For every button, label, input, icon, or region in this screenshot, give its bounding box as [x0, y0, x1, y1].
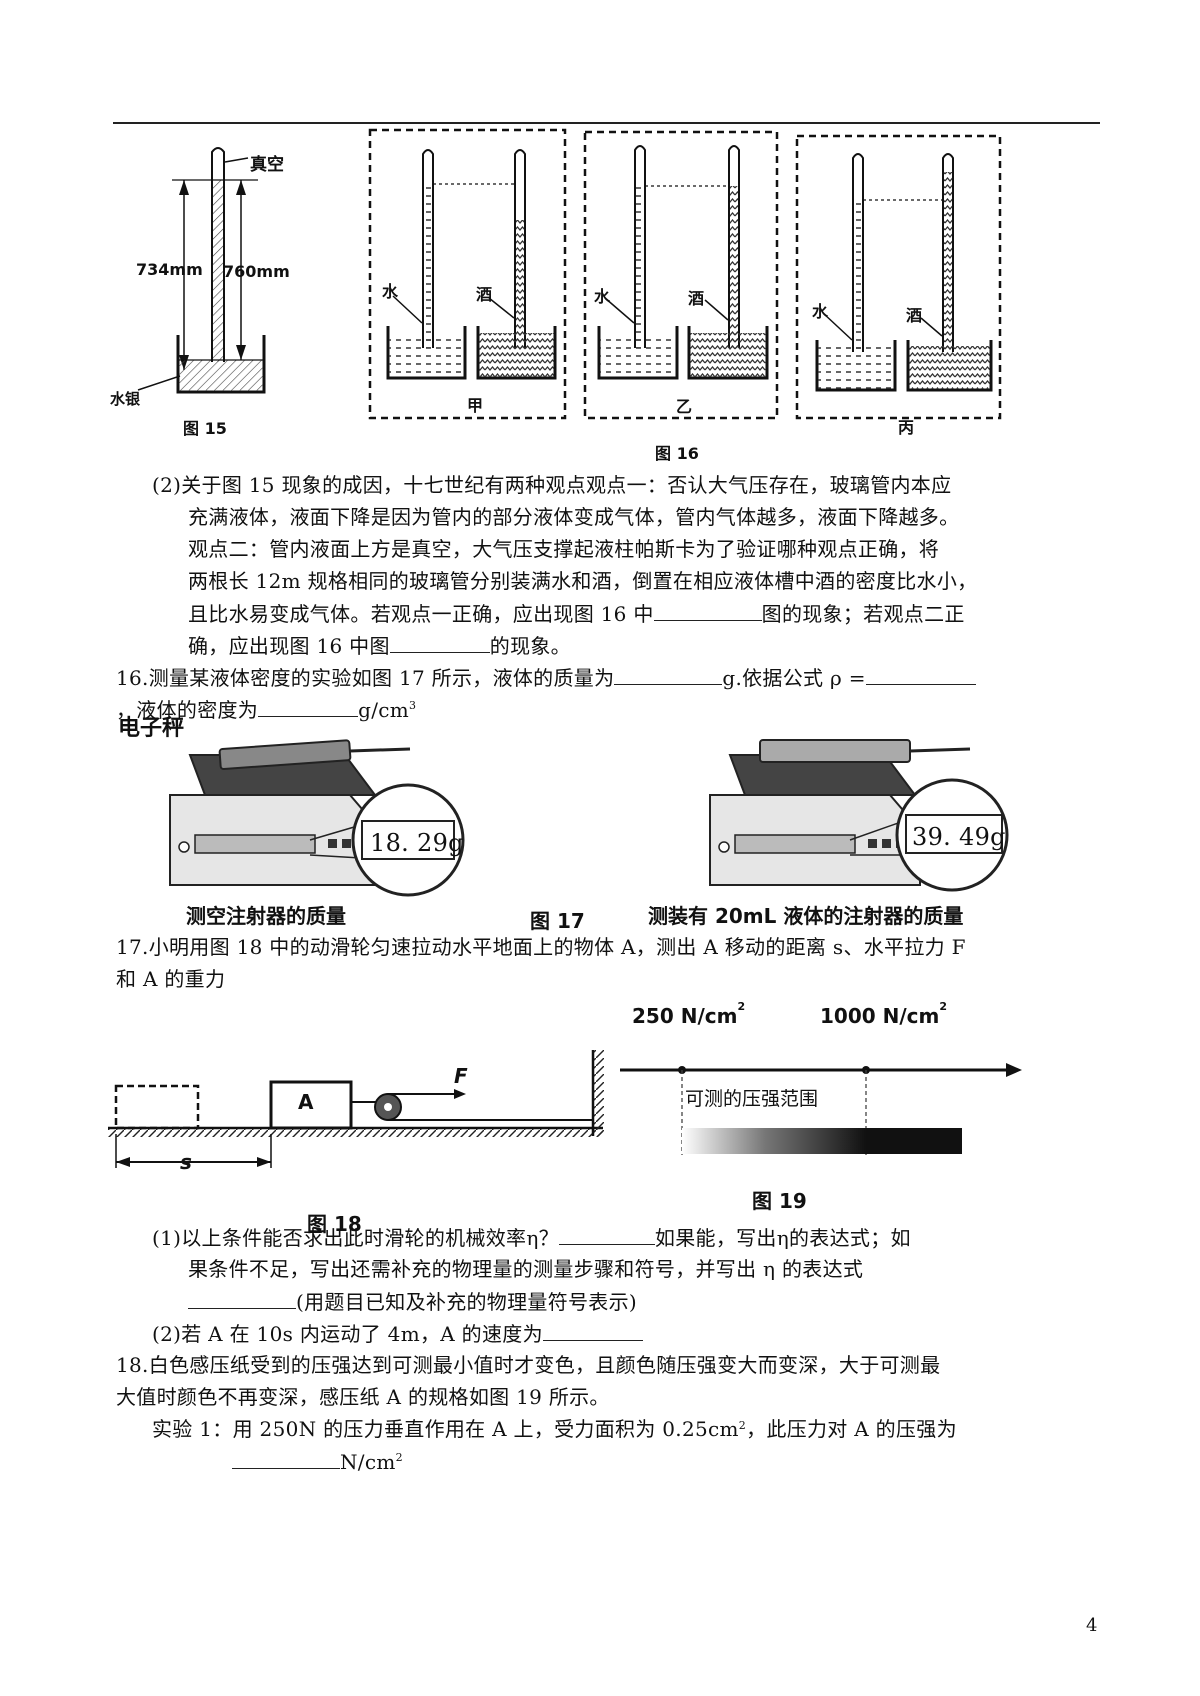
fig18-distance-label: s — [180, 1150, 192, 1174]
q18-line1: 18.白色感压纸受到的压强达到可测最小值时才变色，且颜色随压强变大而变深，大于可… — [116, 1353, 941, 1377]
q16-line1b: g.依据公式 ρ = — [722, 666, 866, 690]
q15-2-line6: 确，应出现图 16 中图 的现象。 — [188, 630, 571, 662]
q16-line2: ，液体的密度为 g/cm3 — [116, 694, 416, 726]
fig16-caption: 图 16 — [655, 444, 699, 463]
figure-19 — [620, 1063, 1022, 1155]
q17-line2: 和 A 的重力 — [116, 967, 226, 991]
fig17-scale-label: 电子秤 — [118, 716, 185, 741]
fig18-caption: 图 18 — [307, 1212, 362, 1236]
q16-line2b: g/cm — [358, 698, 410, 722]
q15-2-line6a: 确，应出现图 16 中图 — [188, 634, 390, 658]
answer-blank-observation-1[interactable] — [653, 598, 762, 621]
fig19-min-value: 250 N/cm — [632, 1004, 738, 1028]
q17-1-line3-text: (用题目已知及补充的物理量符号表示) — [296, 1290, 638, 1314]
fig15-caption: 图 15 — [183, 419, 227, 438]
q15-2-line5a: 且比水易变成气体。若观点一正确，应出现图 16 中 — [188, 602, 654, 626]
fig16-alcohol-label-1: 酒 — [476, 285, 493, 304]
fig19-min-sup: 2 — [737, 1000, 746, 1013]
q17-2-text: (2)若 A 在 10s 内运动了 4m，A 的速度为 — [152, 1322, 543, 1346]
answer-blank-efficiency[interactable] — [558, 1222, 655, 1245]
fig17-caption-left: 测空注射器的质量 — [186, 904, 346, 928]
fig17-caption-right: 测装有 20mL 液体的注射器的质量 — [648, 904, 964, 928]
q15-2-line6b: 的现象。 — [489, 634, 571, 658]
fig19-caption: 图 19 — [752, 1189, 807, 1213]
q16-line1: 16.测量某液体密度的实验如图 17 所示，液体的质量为 g.依据公式 ρ = — [116, 662, 976, 694]
q15-2-line3: 观点二：管内液面上方是真空，大气压支撑起液柱帕斯卡为了验证哪种观点正确，将 — [188, 537, 940, 561]
fig19-max-value: 1000 N/cm — [820, 1004, 940, 1028]
q16-unit-superscript: 3 — [409, 699, 417, 712]
answer-blank-density[interactable] — [258, 694, 359, 717]
figure-18 — [108, 1050, 604, 1168]
fig16-alcohol-label-3: 酒 — [906, 306, 923, 325]
q18-line3a: 实验 1：用 250N 的压力垂直作用在 A 上，受力面积为 0.25cm — [152, 1417, 739, 1441]
fig15-mercury-label: 水银 — [110, 390, 141, 408]
q17-1-line1b: 如果能，写出η的表达式；如 — [654, 1226, 911, 1250]
q18-line4-unit: N/cm — [340, 1450, 396, 1474]
fig17-caption: 图 17 — [530, 909, 585, 933]
fig16-alcohol-label-2: 酒 — [688, 289, 705, 308]
q18-line3-sup: 2 — [738, 1419, 747, 1432]
fig18-force-label: F — [454, 1064, 468, 1088]
fig16-panel-jia: 甲 — [467, 396, 484, 415]
answer-blank-velocity[interactable] — [542, 1318, 643, 1341]
q15-2-line1: (2)关于图 15 现象的成因，十七世纪有两种观点观点一：否认大气压存在，玻璃管… — [152, 473, 952, 497]
q16-line2a: ，液体的密度为 — [116, 698, 259, 722]
answer-blank-observation-2[interactable] — [389, 630, 490, 653]
figure-17-right-scale — [709, 739, 1009, 892]
q17-1-line3: (用题目已知及补充的物理量符号表示) — [188, 1286, 637, 1318]
answer-blank-mass[interactable] — [614, 662, 723, 685]
figure-17-left-scale — [169, 739, 465, 897]
fig15-760-label: 760mm — [223, 262, 290, 281]
fig19-min-label: 250 N/cm2 — [632, 1000, 745, 1028]
q18-line4: N/cm2 — [232, 1446, 403, 1478]
header-rule — [113, 122, 1100, 124]
q17-line1: 17.小明用图 18 中的动滑轮匀速拉动水平地面上的物体 A，测出 A 移动的距… — [116, 935, 966, 959]
figure-15 — [137, 147, 266, 394]
answer-blank-pressure[interactable] — [232, 1446, 340, 1469]
fig16-panel-yi: 乙 — [676, 397, 693, 416]
q17-1-line2: 果条件不足，写出还需补充的物理量的测量步骤和符号，并写出 η 的表达式 — [188, 1257, 864, 1281]
q18-line3: 实验 1：用 250N 的压力垂直作用在 A 上，受力面积为 0.25cm2，此… — [152, 1414, 957, 1445]
fig18-block-a-label: A — [298, 1090, 314, 1114]
q17-1-line1: (1)以上条件能否求出此时滑轮的机械效率η？ 如果能，写出η的表达式；如 — [152, 1222, 911, 1254]
q15-2-line5b: 图的现象；若观点二正 — [761, 602, 965, 626]
fig19-max-label: 1000 N/cm2 — [820, 1000, 947, 1028]
fig17-reading-left: 18. 29g — [370, 829, 464, 857]
q15-2-line2: 充满液体，液面下降是因为管内的部分液体变成气体，管内气体越多，液面下降越多。 — [188, 505, 960, 529]
answer-blank-formula[interactable] — [865, 662, 976, 685]
q15-2-line4: 两根长 12m 规格相同的玻璃管分别装满水和酒，倒置在相应液体槽中酒的密度比水小… — [188, 569, 978, 593]
q18-line3b: ，此压力对 A 的压强为 — [746, 1417, 957, 1441]
fig19-range-label: 可测的压强范围 — [685, 1088, 819, 1110]
q17-1-line1a: (1)以上条件能否求出此时滑轮的机械效率η？ — [152, 1226, 559, 1250]
fig16-water-label-1: 水 — [382, 282, 399, 301]
q17-2-line1: (2)若 A 在 10s 内运动了 4m，A 的速度为 — [152, 1318, 643, 1350]
answer-blank-expression[interactable] — [188, 1286, 296, 1309]
fig16-water-label-3: 水 — [812, 302, 829, 321]
fig15-vacuum-label: 真空 — [250, 155, 284, 175]
page-number: 4 — [1086, 1615, 1098, 1636]
fig19-max-sup: 2 — [939, 1000, 948, 1013]
q16-line1a: 16.测量某液体密度的实验如图 17 所示，液体的质量为 — [116, 666, 615, 690]
q18-line2: 大值时颜色不再变深，感压纸 A 的规格如图 19 所示。 — [116, 1385, 610, 1409]
figure-16 — [368, 128, 1002, 420]
q18-line4-sup: 2 — [395, 1451, 403, 1464]
fig15-734-label: 734mm — [136, 260, 203, 279]
fig16-panel-bing: 丙 — [898, 418, 915, 437]
fig17-reading-right: 39. 49g — [912, 823, 1006, 851]
fig16-water-label-2: 水 — [594, 287, 611, 306]
q15-2-line5: 且比水易变成气体。若观点一正确，应出现图 16 中 图的现象；若观点二正 — [188, 598, 965, 630]
